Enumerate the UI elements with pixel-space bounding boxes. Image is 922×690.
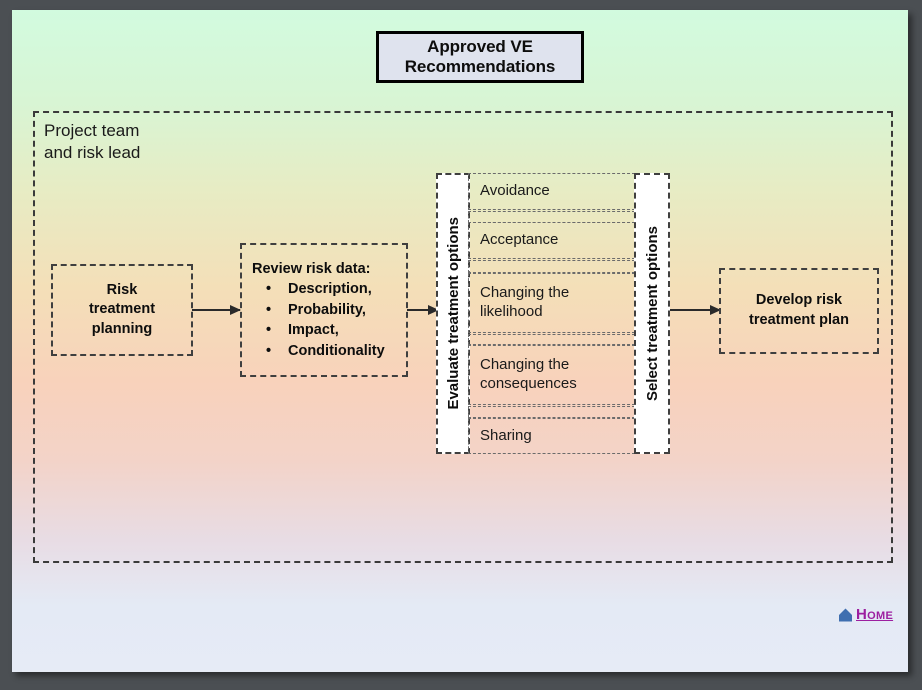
- review-risk-data-list: Description, Probability, Impact, Condit…: [252, 279, 385, 361]
- treatment-option-label: Sharing: [480, 426, 532, 444]
- process-box-review-risk-data[interactable]: Review risk data: Description, Probabili…: [240, 243, 408, 377]
- select-treatment-options-label: Select treatment options: [643, 225, 661, 402]
- arrow-head-icon: [230, 305, 241, 315]
- arrow-head-icon: [428, 305, 439, 315]
- treatment-option-8[interactable]: Sharing: [468, 418, 635, 454]
- swimlane-container: [33, 111, 893, 563]
- treatment-option-2[interactable]: Acceptance: [468, 222, 635, 259]
- page-title-line-1: Approved VE: [427, 36, 533, 56]
- list-item: Probability,: [266, 300, 385, 321]
- arrow-risk-planning-to-review: [192, 304, 241, 316]
- process-box-select-treatment-options[interactable]: Select treatment options: [634, 173, 670, 454]
- treatment-option-0[interactable]: Avoidance: [468, 173, 635, 210]
- treatment-option-spacer-3: [468, 260, 635, 273]
- treatment-option-label: Acceptance: [480, 231, 559, 249]
- list-item: Conditionality: [266, 341, 385, 362]
- process-box-risk-treatment-planning[interactable]: Risk treatment planning: [51, 264, 193, 356]
- process-box-develop-risk-treatment-plan[interactable]: Develop risk treatment plan: [719, 268, 879, 354]
- treatment-option-spacer-5: [468, 334, 635, 345]
- home-link[interactable]: Home: [838, 606, 893, 623]
- home-link-label: Home: [856, 606, 894, 623]
- arrow-head-icon: [710, 305, 721, 315]
- process-box-evaluate-treatment-options[interactable]: Evaluate treatment options: [436, 173, 470, 454]
- list-item: Description,: [266, 279, 385, 300]
- arrow-shaft: [670, 309, 720, 311]
- swimlane-label: Project team and risk lead: [44, 121, 141, 162]
- page-title-line-2: Recommendations: [404, 57, 556, 76]
- review-risk-data-heading: Review risk data:: [252, 260, 371, 277]
- arrow-review-to-evaluate: [407, 304, 439, 316]
- arrow-select-to-develop: [670, 304, 721, 316]
- treatment-option-4[interactable]: Changing the likelihood: [468, 273, 635, 333]
- treatment-option-label: Avoidance: [480, 182, 550, 200]
- process-box-risk-treatment-planning-label: Risk treatment planning: [88, 281, 156, 337]
- arrow-shaft: [192, 309, 240, 311]
- arrow-shaft: [407, 309, 438, 311]
- treatment-option-spacer-7: [468, 406, 635, 418]
- list-item: Impact,: [266, 320, 385, 341]
- treatment-option-label: Changing the likelihood: [480, 284, 570, 320]
- process-box-develop-risk-treatment-plan-label: Develop risk treatment plan: [749, 292, 849, 328]
- treatment-option-6[interactable]: Changing the consequences: [468, 345, 635, 405]
- home-icon: [839, 608, 852, 621]
- slide-canvas: Approved VE Recommendations Project team…: [12, 10, 908, 672]
- page-title: Approved VE Recommendations: [376, 31, 584, 83]
- treatment-option-label: Changing the consequences: [480, 356, 577, 392]
- evaluate-treatment-options-label: Evaluate treatment options: [444, 217, 462, 410]
